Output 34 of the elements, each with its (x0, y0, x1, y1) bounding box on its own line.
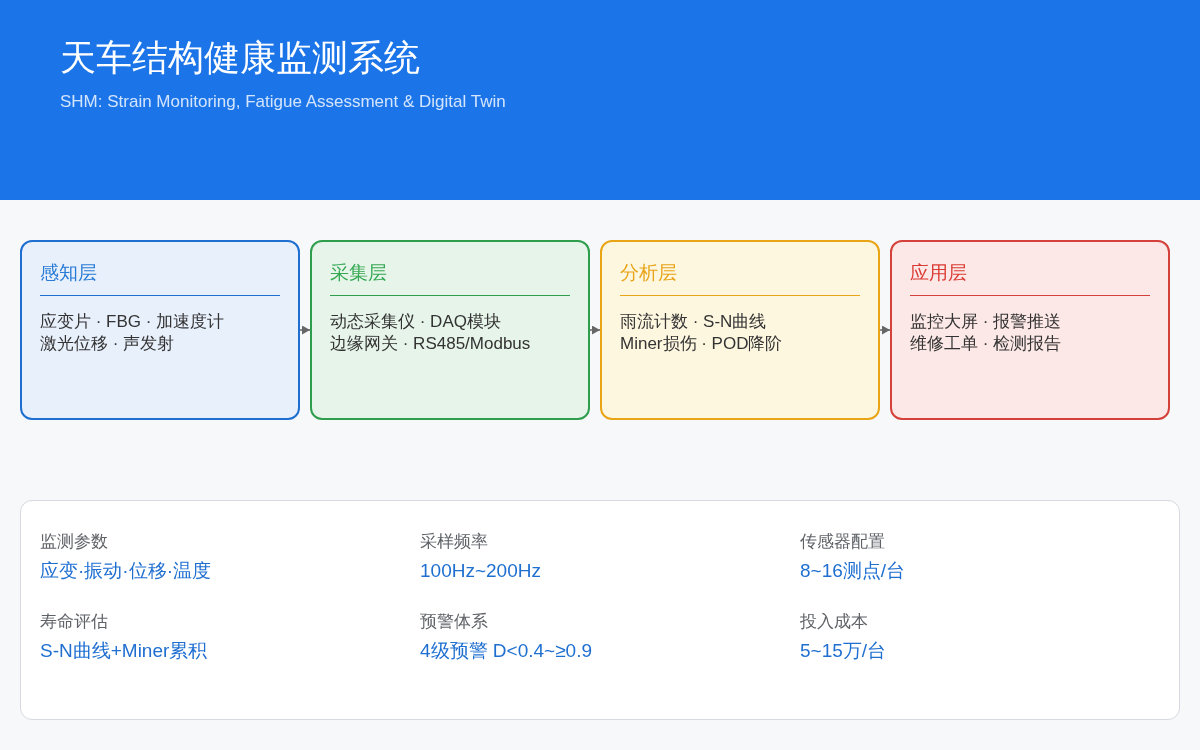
parameter-value: 8~16测点/台 (800, 559, 906, 583)
layer-box (20, 240, 300, 420)
info-panel (20, 500, 1180, 720)
layer-box (310, 240, 590, 420)
layer-items: 监控大屏 · 报警推送 (910, 311, 1062, 333)
parameter-label: 预警体系 (420, 611, 488, 633)
parameter-value: S-N曲线+Miner累积 (40, 639, 208, 663)
parameter-value: 4级预警 D<0.4~≥0.9 (420, 639, 592, 663)
title: 天车结构健康监测系统 (60, 36, 420, 80)
arrow (299, 325, 311, 335)
parameter-value: 100Hz~200Hz (420, 559, 541, 583)
parameter-value: 应变·振动·位移·温度 (40, 559, 211, 583)
arrow (589, 325, 601, 335)
parameter-label: 采样频率 (420, 531, 488, 553)
layer-heading: 感知层 (40, 261, 97, 285)
layer-items: 雨流计数 · S-N曲线 (620, 311, 767, 333)
layer-box (890, 240, 1170, 420)
layer-box (600, 240, 880, 420)
layer-items: 应变片 · FBG · 加速度计 (40, 311, 225, 333)
layer-items: 维修工单 · 检测报告 (910, 333, 1062, 355)
arrow (879, 325, 891, 335)
parameter-value: 5~15万/台 (800, 639, 887, 663)
parameter-label: 寿命评估 (40, 611, 108, 633)
layer-heading: 分析层 (620, 261, 677, 285)
layer-heading: 应用层 (910, 261, 967, 285)
layer-items: 动态采集仪 · DAQ模块 (330, 311, 501, 333)
parameter-label: 监测参数 (40, 531, 108, 553)
layer-heading: 采集层 (330, 261, 387, 285)
layer-items: 激光位移 · 声发射 (40, 333, 175, 355)
subtitle: SHM: Strain Monitoring, Fatigue Assessment & Digital Twin (60, 91, 506, 113)
layer-items: 边缘网关 · RS485/Modbus (330, 333, 531, 355)
parameter-label: 投入成本 (800, 611, 868, 633)
parameter-label: 传感器配置 (800, 531, 885, 553)
layer-items: Miner损伤 · POD降阶 (620, 333, 783, 355)
